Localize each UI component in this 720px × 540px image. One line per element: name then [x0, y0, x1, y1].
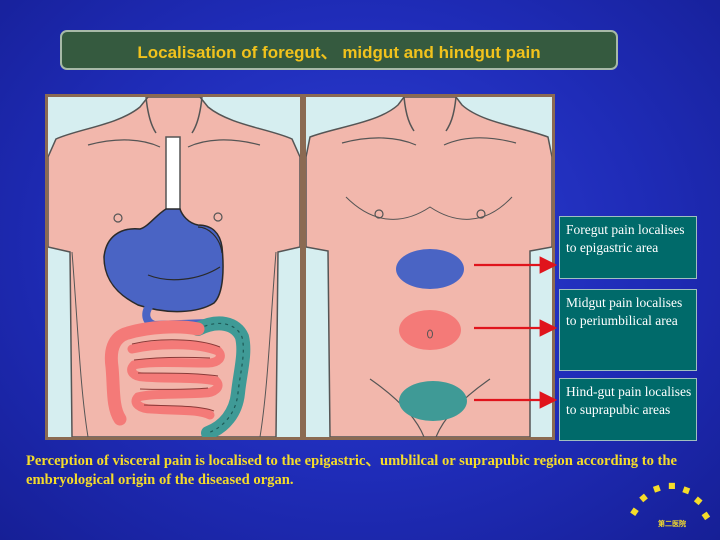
foregut-note: Foregut pain localises to epigastric are… [559, 216, 697, 279]
svg-text:■: ■ [668, 481, 676, 490]
organs-illustration [48, 97, 300, 437]
midgut-note: Midgut pain localises to periumbilical a… [559, 289, 697, 371]
nipple-right-right [476, 209, 486, 219]
umbilicus [427, 329, 433, 339]
suprapubic-region [399, 381, 467, 421]
pain-regions-drawing [306, 97, 552, 437]
stomach-liver [103, 208, 224, 313]
svg-text:■: ■ [693, 495, 705, 507]
svg-text:■: ■ [638, 492, 650, 504]
seal-text: 第二医院 [658, 519, 686, 528]
chest-contour [345, 196, 513, 220]
university-seal-logo: ■ ■ ■ ■ ■ ■ ■ 第二医院 [628, 481, 712, 528]
neck-line-left-right [403, 97, 415, 132]
intestine-outline [131, 339, 221, 412]
organs-drawing [48, 97, 300, 437]
seal-arc-glyphs: ■ ■ ■ ■ ■ ■ ■ [628, 481, 712, 521]
neck-line-right-right [445, 97, 457, 132]
epigastric-region [396, 249, 464, 289]
clavicle-left [87, 139, 161, 148]
stomach-fold-lower [147, 266, 221, 281]
svg-text:■: ■ [628, 506, 640, 517]
slide-title: Localisation of foregut、 midgut and hind… [137, 42, 541, 62]
slide-caption: Perception of visceral pain is localised… [26, 453, 678, 488]
clavicle-left-right [341, 137, 417, 146]
svg-text:■: ■ [681, 484, 691, 495]
ascending-colon [104, 320, 205, 426]
title-box: Localisation of foregut、 midgut and hind… [60, 30, 618, 70]
svg-text:■: ■ [700, 510, 712, 521]
flank-line-right [259, 251, 277, 437]
nipple-left-right [374, 209, 384, 219]
neck-line-right [191, 97, 203, 134]
small-intestine [127, 340, 225, 420]
nipple-right [213, 212, 223, 222]
hindgut-note: Hind-gut pain localises to suprapubic ar… [559, 378, 697, 441]
stomach-fold [197, 226, 223, 254]
nipple-left [113, 213, 123, 223]
flank-line-left [71, 251, 89, 437]
svg-text:■: ■ [652, 483, 662, 494]
colon-haustra [197, 322, 244, 434]
neck-line-left [145, 97, 157, 134]
clavicle-right-right [443, 137, 517, 146]
clavicle-right [187, 139, 261, 148]
anatomy-figure [45, 94, 555, 440]
pain-regions-illustration [306, 97, 552, 437]
